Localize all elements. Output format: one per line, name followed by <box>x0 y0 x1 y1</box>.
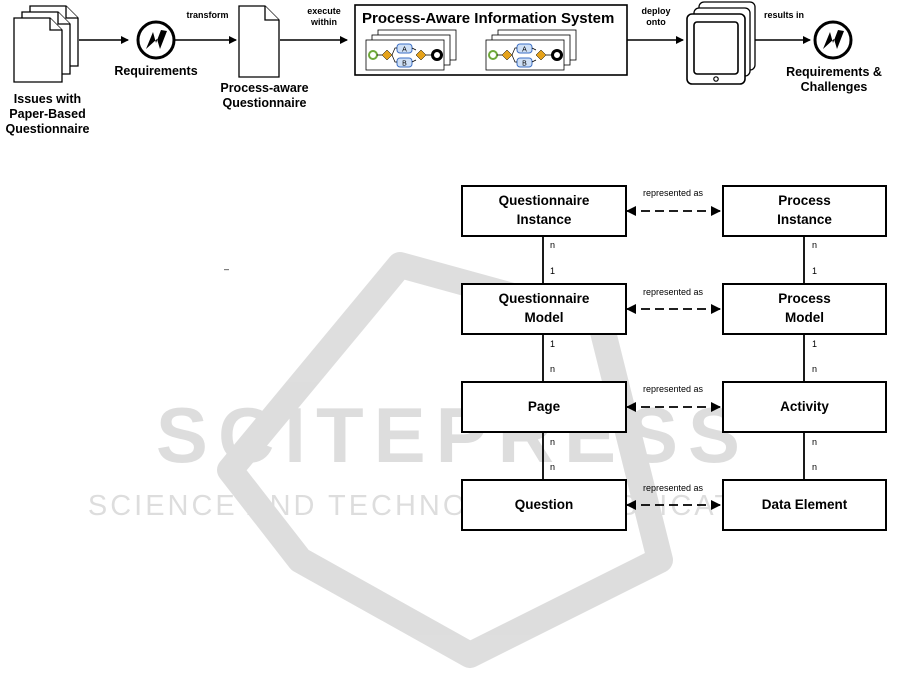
cardinality-right-2-bottom: n <box>812 364 818 374</box>
questionnaire-model-line-1: Questionnaire <box>498 291 590 307</box>
paper-documents-icon <box>13 5 79 83</box>
deploy-onto-label: deploy onto <box>630 6 682 28</box>
watermark-shape <box>217 252 673 668</box>
issues-line-2: Paper-Based <box>9 107 86 121</box>
data-element-box: Data Element <box>722 479 887 531</box>
process-model-stack-2: A B <box>485 29 577 71</box>
stray-dash: – <box>224 264 230 274</box>
issues-line-3: Questionnaire <box>5 122 90 136</box>
page-box: Page <box>461 381 627 433</box>
deploy-line-1: deploy <box>641 6 671 16</box>
issues-line-1: Issues with <box>13 92 82 106</box>
execute-within-label: execute within <box>298 6 350 28</box>
watermark-main-text: SCITEPRESS <box>156 391 750 479</box>
cardinality-right-1-bottom: 1 <box>812 266 818 276</box>
requirements-lightning-icon <box>136 20 176 60</box>
cardinality-right-2-top: 1 <box>812 339 818 349</box>
process-instance-line-1: Process <box>778 193 831 209</box>
tablet-devices-icon <box>686 1 756 85</box>
process-instance-line-2: Instance <box>777 212 832 227</box>
cardinality-left-1-top: n <box>550 240 556 250</box>
activity-box: Activity <box>722 381 887 433</box>
bpmn-task-b-label-2: B <box>522 61 527 68</box>
watermark-sub-text: SCIENCE AND TECHNOLOGY PUBLICATIONS <box>88 490 818 522</box>
represented-as-arrows <box>626 206 721 510</box>
issues-label: Issues with Paper-Based Questionnaire <box>0 92 95 137</box>
results-in-label: results in <box>763 10 804 20</box>
bpmn-task-b-label: B <box>402 61 407 68</box>
cardinality-right-3-bottom: n <box>812 462 818 472</box>
represented-as-label-2: represented as <box>643 287 704 297</box>
data-element-label: Data Element <box>761 496 848 512</box>
process-model-stack-1: A B <box>365 29 457 71</box>
represented-as-label-1: represented as <box>643 188 704 198</box>
transform-label: transform <box>186 10 229 20</box>
execute-line-2: within <box>311 16 337 27</box>
req-challenges-label: Requirements & Challenges <box>768 65 900 95</box>
requirements-label: Requirements <box>114 64 198 78</box>
cardinality-right-3-top: n <box>812 437 818 447</box>
challenges-lightning-icon <box>813 20 853 60</box>
deploy-line-2: onto <box>646 16 666 27</box>
cardinality-left-1-bottom: 1 <box>550 266 556 276</box>
questionnaire-line-2: Questionnaire <box>222 96 307 110</box>
question-box: Question <box>461 479 627 531</box>
process-model-line-2: Model <box>784 310 824 325</box>
bpmn-task-a-label: A <box>402 47 407 54</box>
questionnaire-instance-line-1: Questionnaire <box>498 193 590 209</box>
req-challenges-line-1: Requirements & <box>786 65 882 79</box>
questionnaire-label: Process-aware Questionnaire <box>212 81 317 111</box>
cardinality-left-2-bottom: n <box>550 364 556 374</box>
bpmn-task-a-label-2: A <box>522 47 527 54</box>
cardinality-left-2-top: 1 <box>550 339 556 349</box>
questionnaire-model-line-2: Model <box>524 310 564 325</box>
execute-line-1: execute <box>307 6 341 16</box>
represented-as-label-4: represented as <box>643 483 704 493</box>
questionnaire-instance-line-2: Instance <box>516 212 572 227</box>
questionnaire-document-icon <box>238 5 280 78</box>
cardinality-right-1-top: n <box>812 240 818 250</box>
activity-label: Activity <box>780 398 829 414</box>
questionnaire-line-1: Process-aware <box>220 81 309 95</box>
cardinality-left-3-top: n <box>550 437 556 447</box>
process-model-line-1: Process <box>778 291 831 307</box>
page-label: Page <box>527 398 561 414</box>
represented-as-label-3: represented as <box>643 384 704 394</box>
pais-title: Process-Aware Information System <box>362 10 615 27</box>
cardinality-left-3-bottom: n <box>550 462 556 472</box>
watermark: SCITEPRESS SCIENCE AND TECHNOLOGY PUBLIC… <box>88 252 818 668</box>
question-label: Question <box>514 496 574 512</box>
req-challenges-line-2: Challenges <box>800 80 868 94</box>
